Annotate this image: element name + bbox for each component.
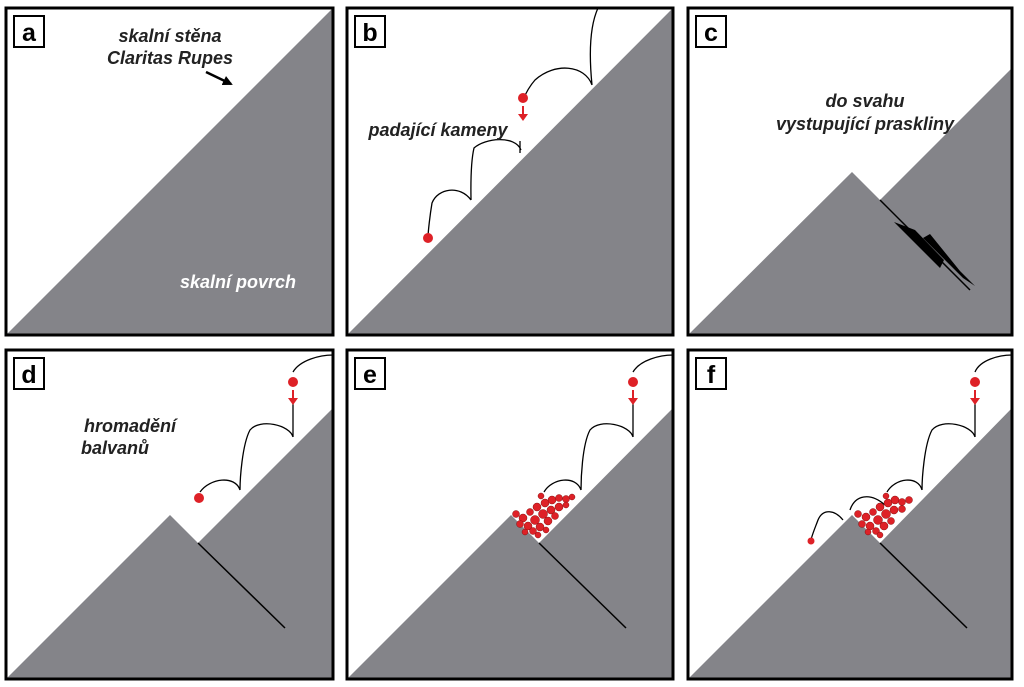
panel-letter-box <box>13 15 45 48</box>
fall-arrow-head <box>628 398 638 405</box>
panel-letter: a <box>22 19 37 47</box>
panel-a: a skalní stěna Claritas Rupes skalní pov… <box>4 6 335 337</box>
label-rock-wall-line2: Claritas Rupes <box>107 48 233 68</box>
boulder-icon <box>970 377 980 387</box>
boulder-icon <box>194 493 204 503</box>
panel-letter-box <box>354 15 386 48</box>
fault-line <box>197 542 286 629</box>
fault-arrows-icon <box>923 234 975 286</box>
boulder-pile <box>512 492 576 539</box>
panel-frame <box>4 348 335 681</box>
fall-arrow-head <box>518 114 528 121</box>
bounce-trajectory <box>427 7 599 239</box>
panel-letter: c <box>704 19 718 47</box>
label-rock-wall-line1: skalní stěna <box>118 26 221 46</box>
panel-letter: f <box>707 361 716 389</box>
fault-arrows-icon <box>894 222 944 268</box>
rock-mass <box>347 408 673 679</box>
panel-letter-box <box>695 357 727 390</box>
boulder-icon <box>628 377 638 387</box>
fault-line <box>879 542 968 629</box>
panel-letter: b <box>362 19 377 47</box>
panel-frame <box>686 6 1014 337</box>
fault-line <box>538 542 627 629</box>
label-rock-surface: skalní povrch <box>180 272 296 292</box>
bounce-trajectory <box>810 354 1013 541</box>
fall-arrow-head <box>970 398 980 405</box>
panel-f: f <box>686 348 1014 681</box>
panel-c: do svahu vystupující praskliny c <box>686 6 1014 337</box>
panel-letter: e <box>363 361 377 389</box>
label-fault-line1: do svahu <box>825 91 904 111</box>
panel-frame <box>345 6 675 337</box>
panel-letter-box <box>695 15 727 48</box>
panel-frame <box>686 348 1014 681</box>
panel-letter: d <box>21 361 36 389</box>
boulder-icon <box>807 537 815 545</box>
panel-letter-box <box>354 357 386 390</box>
panel-e: e <box>345 348 675 681</box>
panel-b: padající kameny b <box>345 6 675 337</box>
boulder-icon <box>518 93 528 103</box>
fall-arrow-head <box>288 398 298 405</box>
panel-frame <box>4 6 335 337</box>
panel-d: hromadění balvanů d <box>4 348 335 681</box>
boulder-icon <box>423 233 433 243</box>
panel-letter-box <box>13 357 45 390</box>
bounce-trajectory <box>543 354 674 493</box>
label-fault-line2: vystupující praskliny <box>776 114 955 134</box>
rock-mass <box>688 68 1012 335</box>
panel-frame <box>345 348 675 681</box>
bounce-trajectory <box>199 354 334 493</box>
rock-mass <box>6 408 333 679</box>
label-boulder-accumulation-line2: balvanů <box>81 438 149 458</box>
label-falling-rocks: padající kameny <box>367 120 508 140</box>
label-boulder-accumulation-line1: hromadění <box>84 416 178 436</box>
rock-slope <box>347 8 673 335</box>
rock-mass <box>688 408 1012 679</box>
arrow-icon <box>205 70 233 86</box>
rock-slope <box>6 8 333 335</box>
boulder-pile <box>854 492 913 539</box>
boulder-icon <box>288 377 298 387</box>
